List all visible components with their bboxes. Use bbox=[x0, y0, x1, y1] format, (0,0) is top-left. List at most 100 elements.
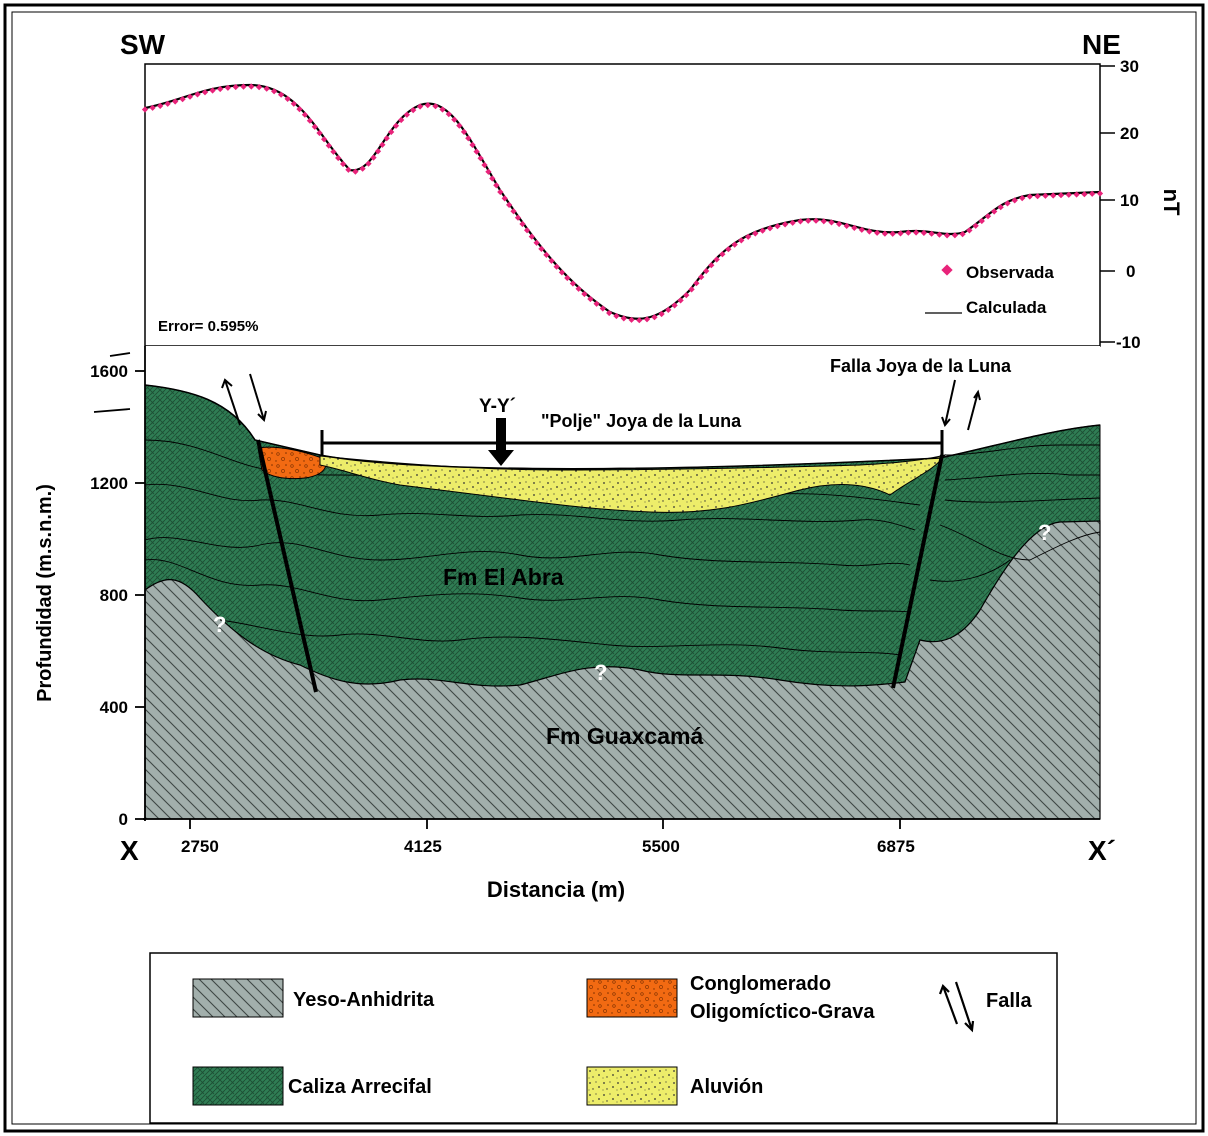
depth-tick-0: 0 bbox=[119, 810, 128, 829]
observed-point bbox=[473, 148, 480, 155]
observed-point bbox=[232, 83, 239, 91]
observed-point bbox=[558, 269, 566, 276]
observed-point bbox=[671, 302, 678, 309]
observed-point bbox=[543, 251, 550, 259]
observed-point bbox=[1057, 192, 1065, 199]
observed-point bbox=[194, 91, 201, 98]
alluvium-unit bbox=[319, 454, 947, 513]
observed-point bbox=[1065, 191, 1072, 198]
section-axes bbox=[93, 346, 1100, 829]
depth-tick-1200: 1200 bbox=[90, 474, 128, 493]
legend-swatch-aluvion bbox=[586, 1066, 678, 1106]
legend-swatch-conglomerado bbox=[586, 978, 678, 1018]
fault-west bbox=[256, 439, 318, 693]
mag-y-label: nT bbox=[1159, 189, 1184, 216]
distance-axis-label: Distancia (m) bbox=[487, 877, 625, 902]
magnetic-y-axis: 30 20 10 0 -10 nT bbox=[1100, 57, 1184, 352]
outer-frame bbox=[3, 3, 1205, 1133]
mag-tick-0: 0 bbox=[1126, 262, 1135, 281]
observed-point bbox=[665, 306, 672, 314]
fault-east bbox=[891, 454, 944, 689]
observed-point bbox=[248, 83, 255, 90]
distance-tick-5500: 5500 bbox=[642, 837, 680, 856]
observed-point bbox=[1042, 192, 1049, 199]
legend-fault-icon bbox=[938, 981, 975, 1033]
observed-point bbox=[688, 286, 695, 293]
legend-label-yeso: Yeso-Anhidrita bbox=[293, 989, 435, 1011]
observed-point bbox=[240, 83, 247, 90]
observed-point bbox=[172, 98, 179, 105]
profile-marker-arrow-icon bbox=[488, 418, 514, 466]
distance-tick-2750: 2750 bbox=[181, 837, 219, 856]
mag-tick-neg10: -10 bbox=[1116, 333, 1141, 352]
polje-label: "Polje" Joya de la Luna bbox=[541, 411, 742, 431]
unit-abra-label: Fm El Abra bbox=[443, 564, 564, 590]
observed-point bbox=[548, 257, 555, 264]
observed-point bbox=[186, 93, 194, 100]
legend-swatch-caliza bbox=[192, 1066, 284, 1106]
observed-point bbox=[1034, 193, 1041, 200]
mag-tick-30: 30 bbox=[1120, 57, 1139, 76]
legend-label-caliza: Caliza Arrecifal bbox=[288, 1076, 432, 1098]
observed-point bbox=[224, 84, 232, 91]
observed-point bbox=[643, 316, 651, 323]
distance-tick-6875: 6875 bbox=[877, 837, 915, 856]
conglomerate-unit bbox=[257, 446, 327, 480]
calculated-legend-label: Calculada bbox=[966, 298, 1047, 317]
question-mark-2: ? bbox=[594, 660, 607, 685]
observed-point bbox=[510, 208, 517, 215]
legend-label-conglomerado-2: Oligomíctico-Grava bbox=[690, 1001, 875, 1023]
observed-point bbox=[1096, 190, 1104, 197]
observed-point bbox=[1073, 191, 1080, 198]
legend-label-falla: Falla bbox=[986, 990, 1032, 1012]
gypsum-unit bbox=[144, 520, 1101, 820]
section-end-label: X´ bbox=[1088, 835, 1116, 866]
ne-label: NE bbox=[1082, 29, 1121, 60]
observed-point bbox=[365, 160, 372, 167]
observed-point bbox=[157, 102, 164, 110]
inner-frame bbox=[11, 11, 1197, 1125]
observed-point bbox=[325, 142, 332, 149]
depth-tick-1600: 1600 bbox=[90, 362, 128, 381]
fault-name-label: Falla Joya de la Luna bbox=[830, 356, 1012, 376]
observed-point bbox=[575, 285, 582, 292]
polje-span-bar bbox=[320, 430, 944, 456]
profile-marker-label: Y-Y´ bbox=[479, 396, 516, 417]
fault-east-arrows-icon bbox=[941, 379, 981, 431]
observed-point bbox=[164, 100, 171, 107]
bedding-lines bbox=[144, 439, 1101, 656]
error-text: Error= 0.595% bbox=[158, 318, 258, 335]
mag-tick-20: 20 bbox=[1120, 124, 1139, 143]
observed-point bbox=[620, 315, 627, 322]
topographic-surface bbox=[144, 384, 1101, 470]
observed-point bbox=[370, 154, 377, 161]
sw-label: SW bbox=[120, 29, 166, 60]
observed-point bbox=[1081, 191, 1088, 198]
fault-west-arrows-icon bbox=[221, 373, 267, 426]
observed-point bbox=[628, 316, 635, 323]
observed-point bbox=[593, 300, 600, 307]
observed-point bbox=[1050, 192, 1057, 199]
mag-tick-10: 10 bbox=[1120, 191, 1139, 210]
depth-axis-label: Profundidad (m.s.n.m.) bbox=[34, 484, 56, 702]
question-mark-3: ? bbox=[1038, 520, 1051, 545]
depth-tick-800: 800 bbox=[100, 586, 128, 605]
observed-point bbox=[179, 95, 186, 103]
section-start-label: X bbox=[120, 835, 139, 866]
observed-point bbox=[352, 168, 359, 175]
observed-legend-marker bbox=[941, 264, 953, 276]
observed-point bbox=[677, 297, 684, 304]
question-mark-1: ? bbox=[213, 612, 226, 637]
observed-point bbox=[201, 89, 209, 96]
legend-label-aluvion: Aluvión bbox=[690, 1076, 763, 1098]
distance-tick-4125: 4125 bbox=[404, 837, 442, 856]
observed-point bbox=[141, 106, 149, 113]
observed-point bbox=[217, 85, 224, 93]
observed-point bbox=[1026, 193, 1033, 200]
observed-legend-label: Observada bbox=[966, 263, 1054, 282]
unit-guaxcama-label: Fm Guaxcamá bbox=[546, 723, 703, 749]
magnetic-panel bbox=[144, 63, 1101, 347]
legend-swatch-yeso bbox=[192, 978, 284, 1018]
observed-point bbox=[1089, 190, 1096, 197]
